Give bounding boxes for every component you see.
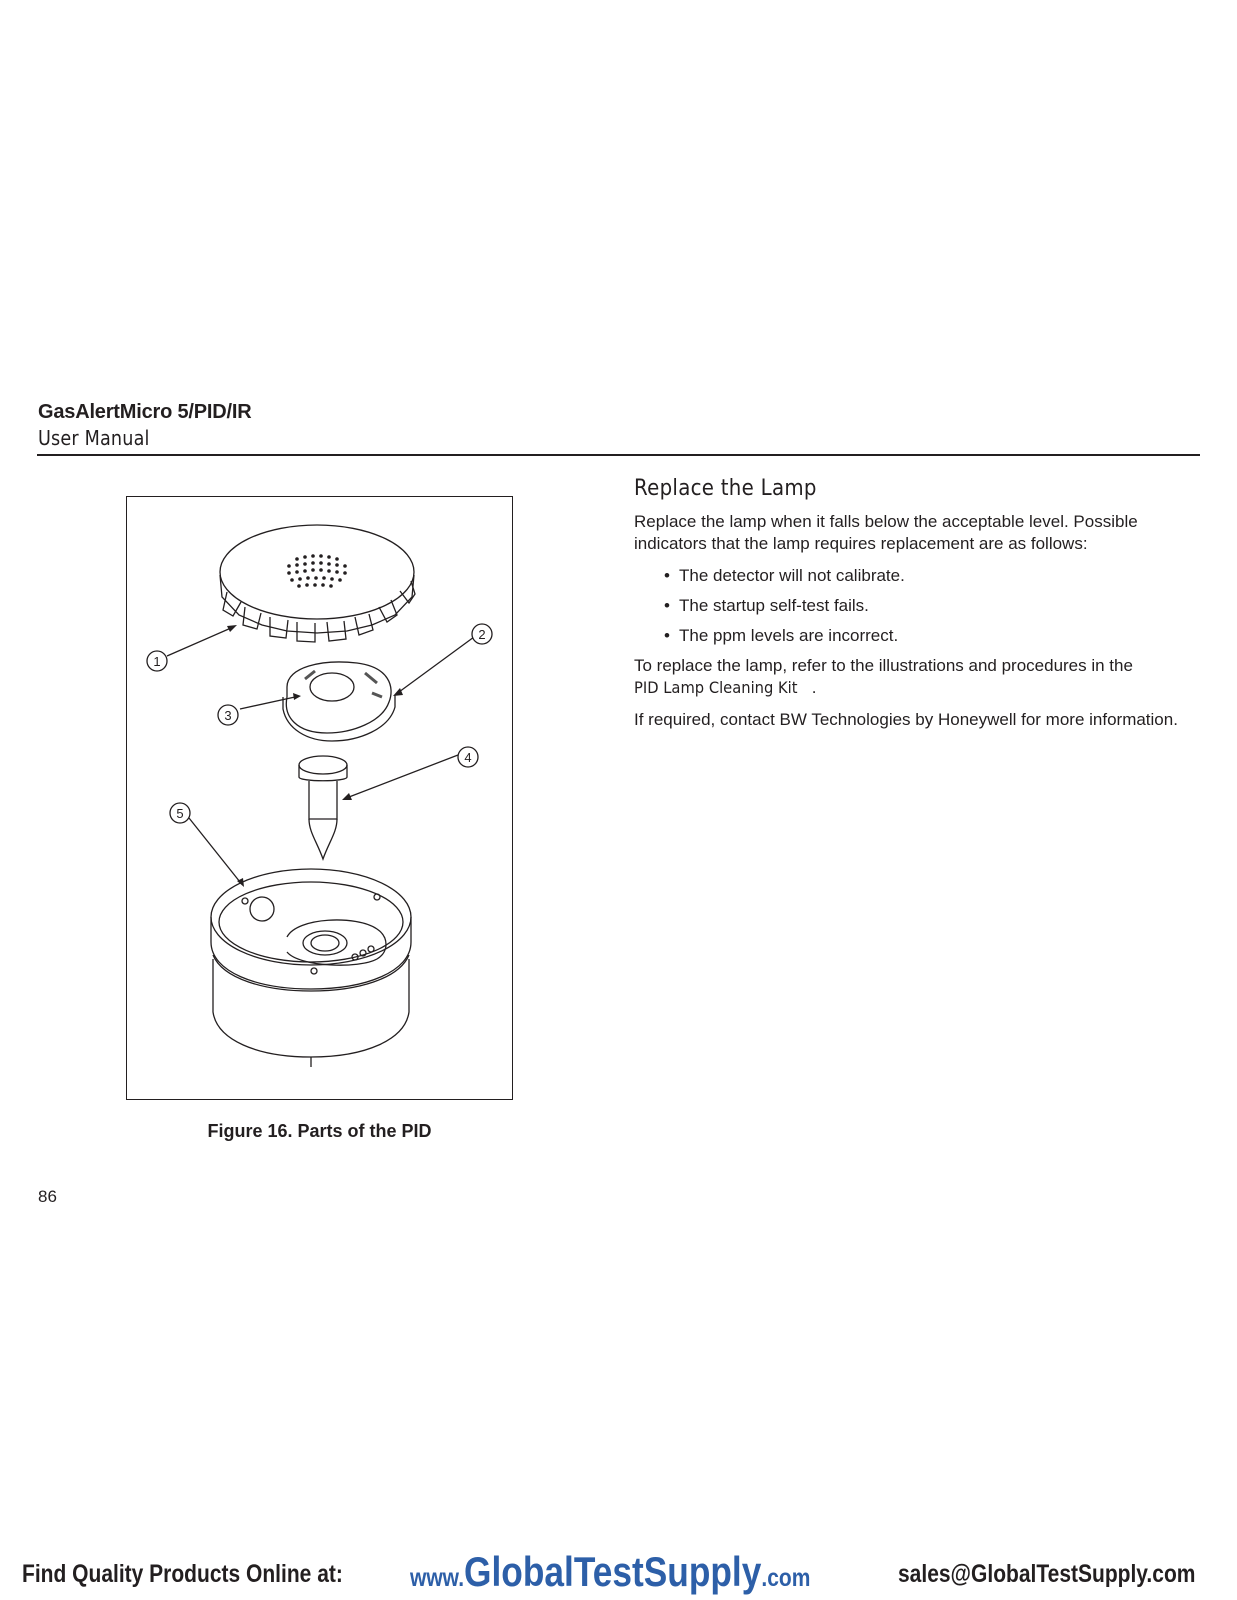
url-prefix: www.	[410, 1564, 465, 1592]
lamp-holder-illustration	[282, 661, 396, 742]
callout-5-label: 5	[176, 806, 183, 821]
pid-exploded-illustration: 1 2 3 4 5	[146, 524, 493, 1067]
indicator-list: The detector will not calibrate. The sta…	[664, 565, 905, 655]
callout-leader-lines	[166, 627, 475, 883]
sensor-cap-illustration	[219, 524, 416, 643]
document-title: GasAlertMicro 5/PID/IR	[38, 401, 252, 423]
pid-lamp-illustration	[298, 755, 348, 861]
section-heading: Replace the Lamp	[634, 476, 817, 501]
callout-4-circle	[457, 746, 479, 768]
callout-5-circle	[169, 802, 191, 824]
footer-website-link[interactable]: www.GlobalTestSupply.com	[410, 1548, 810, 1596]
document-subtitle: User Manual	[38, 426, 150, 450]
callout-1-label: 1	[153, 654, 160, 669]
header-divider	[37, 454, 1200, 456]
procedure-period: .	[811, 678, 817, 697]
callout-3-label: 3	[224, 708, 231, 723]
footer-email-link[interactable]: sales@GlobalTestSupply.com	[898, 1560, 1196, 1588]
list-item: The startup self-test fails.	[664, 595, 905, 617]
list-item: The ppm levels are incorrect.	[664, 625, 905, 647]
url-suffix: .com	[761, 1564, 811, 1592]
footer-tagline: Find Quality Products Online at:	[22, 1560, 343, 1588]
callout-1-circle	[146, 650, 168, 672]
procedure-text: To replace the lamp, refer to the illust…	[634, 656, 1133, 675]
callout-arrowheads	[227, 625, 403, 887]
callout-2-circle	[471, 623, 493, 645]
page-number: 86	[38, 1187, 57, 1206]
pid-sensor-base-illustration	[210, 868, 412, 1067]
figure-pid-parts: 1 2 3 4 5	[126, 496, 513, 1100]
figure-caption: Figure 16. Parts of the PID	[207, 1121, 432, 1141]
intro-paragraph: Replace the lamp when it falls below the…	[634, 512, 1138, 553]
procedure-paragraph: To replace the lamp, refer to the illust…	[634, 655, 1204, 699]
callout-3-circle	[217, 704, 239, 726]
kit-name: PID Lamp Cleaning Kit	[634, 678, 798, 697]
callout-2-label: 2	[478, 627, 485, 642]
url-main: GlobalTestSupply	[464, 1548, 762, 1595]
callout-4-label: 4	[464, 750, 471, 765]
list-item: The detector will not calibrate.	[664, 565, 905, 587]
contact-paragraph: If required, contact BW Technologies by …	[634, 710, 1178, 729]
